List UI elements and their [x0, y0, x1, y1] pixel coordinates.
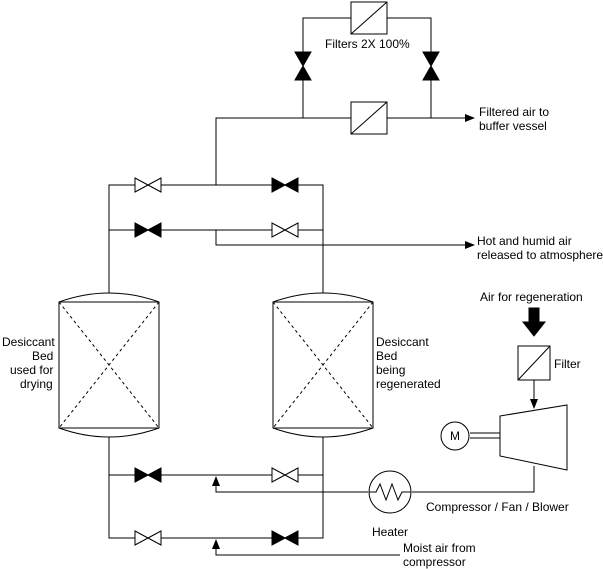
hot-humid-air-label: Hot and humid air released to atmosphere: [477, 234, 603, 262]
regen-air-arrow-icon: [521, 307, 547, 337]
desiccant-bed-right: [272, 292, 374, 438]
valve-upper-right-closed: [271, 177, 299, 193]
pipe-exhaust: [215, 230, 475, 249]
valve-filter-left: [294, 51, 312, 81]
heater-icon: [368, 470, 412, 514]
pipe-upper-header-right: [298, 184, 324, 294]
valve-upper-left-open: [134, 177, 162, 193]
filter-bottom: [350, 101, 388, 135]
filter-label: Filter: [554, 357, 581, 371]
desiccant-bed-left: [58, 292, 160, 438]
valve-feed-left-open: [134, 530, 162, 546]
pipe-lines: [108, 17, 538, 556]
valve-lower-left-closed: [134, 222, 162, 238]
filter-regen: [517, 345, 551, 381]
pipe-compressor-to-heater: [412, 466, 535, 493]
pipe-filter-right-high: [387, 17, 432, 52]
pipe-filter-left-high: [302, 17, 351, 52]
bed-regenerated-label: Desiccant Bed being regenerated: [376, 335, 441, 391]
valve-feed-right-closed: [271, 530, 299, 546]
moist-air-label: Moist air from compressor: [403, 541, 476, 569]
valve-filter-right: [422, 51, 440, 81]
filters-label: Filters 2X 100%: [325, 37, 410, 51]
valve-lower-right-open: [271, 222, 299, 238]
filtered-air-label: Filtered air to buffer vessel: [479, 105, 550, 133]
valve-regen-left-closed: [134, 467, 162, 483]
pipe-right-bed-bottom: [298, 437, 324, 539]
motor-shaft: [470, 432, 500, 439]
compressor-label: Compressor / Fan / Blower: [426, 500, 569, 514]
motor-icon: [440, 421, 470, 451]
pipe-left-bed-bottom: [108, 437, 135, 539]
filter-top: [350, 1, 388, 35]
compressor: [499, 404, 568, 471]
valve-regen-right-open: [271, 467, 299, 483]
pipe-moist-feed: [212, 539, 400, 556]
air-for-regeneration-label: Air for regeneration: [480, 290, 583, 304]
bed-drying-label: Desiccant Bed used for drying: [2, 335, 55, 391]
heater-label: Heater: [372, 525, 409, 539]
pipe-left-bed-top: [108, 184, 135, 294]
pipe-heater-to-bed: [212, 476, 368, 493]
pipe-to-filters: [215, 117, 351, 185]
motor-label: M: [450, 429, 460, 443]
